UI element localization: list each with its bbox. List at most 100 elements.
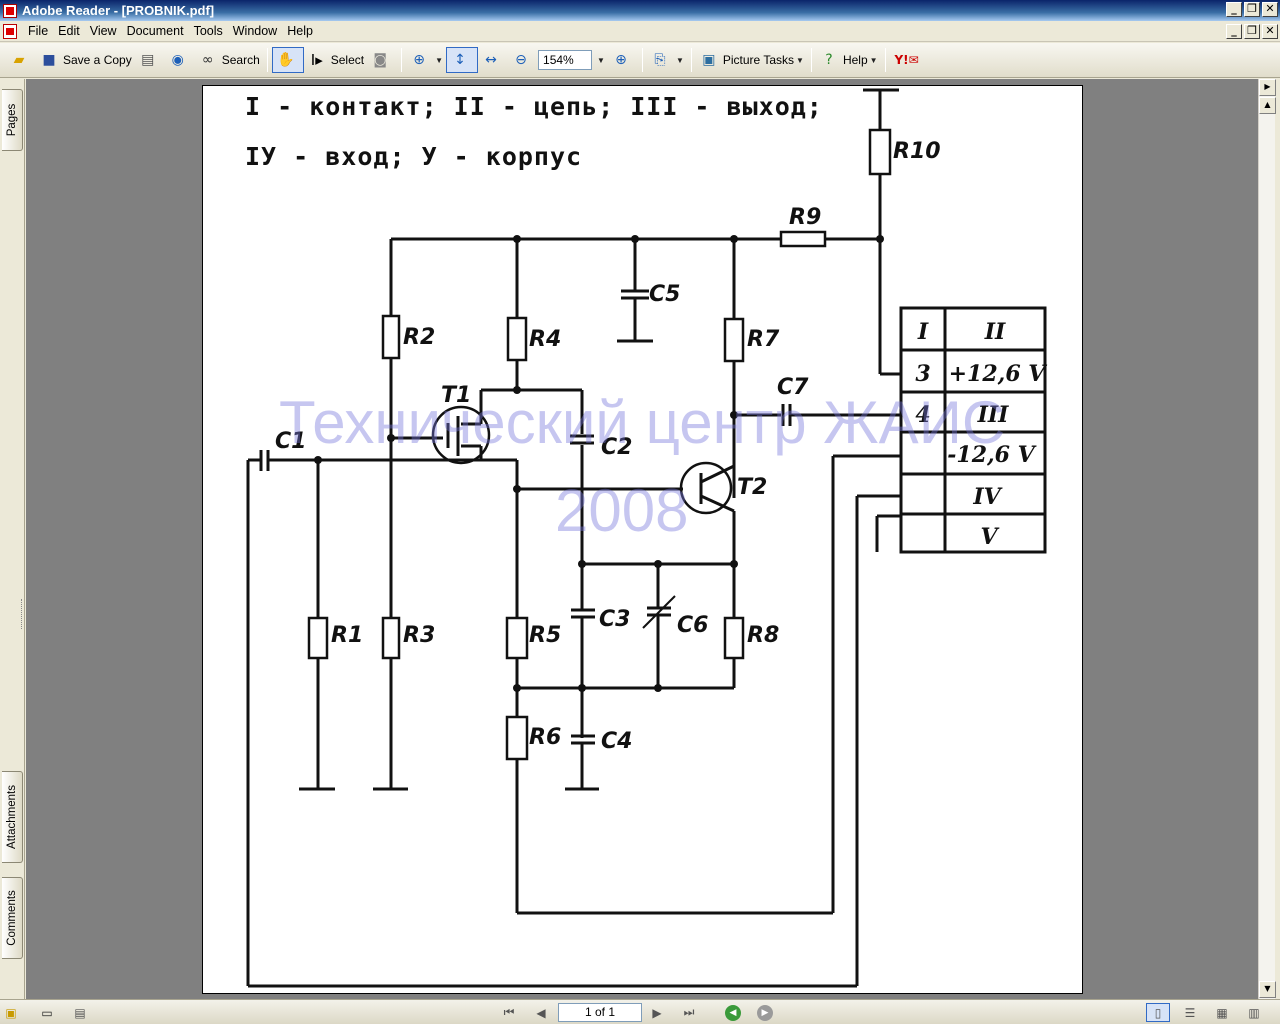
zoom-in-tool-button[interactable]: ⊕▼ bbox=[406, 47, 446, 73]
doc-close-button[interactable]: ✕ bbox=[1262, 24, 1278, 39]
save-copy-button[interactable]: ■Save a Copy bbox=[36, 47, 135, 73]
yahoo-toolbar-button[interactable]: Y!✉ bbox=[890, 47, 928, 73]
email-button[interactable]: ◉ bbox=[165, 47, 195, 73]
menu-help[interactable]: Help bbox=[287, 24, 313, 38]
open-button[interactable]: ▰ bbox=[6, 47, 36, 73]
toolbar: ▰ ■Save a Copy ▤ ◉ ∞Search ✋ I▸Select ◙ … bbox=[0, 43, 1280, 78]
page-size-icon[interactable]: ▤ bbox=[74, 1005, 86, 1020]
chevron-down-icon: ▼ bbox=[869, 55, 878, 65]
page-number-field[interactable]: 1 of 1 bbox=[558, 1003, 642, 1022]
menu-document[interactable]: Document bbox=[126, 24, 184, 38]
table-cell-r1c1: 3 bbox=[915, 361, 930, 387]
magnifier-icon: ⊕ bbox=[413, 52, 425, 68]
zoom-level-field[interactable]: 154% bbox=[538, 50, 593, 70]
close-button[interactable]: ✕ bbox=[1262, 2, 1278, 17]
menu-window[interactable]: Window bbox=[232, 24, 278, 38]
toolbar-separator bbox=[641, 48, 643, 72]
resistor-r1 bbox=[307, 616, 329, 660]
label-c5: C5 bbox=[649, 282, 680, 307]
legend-line-2: IУ - вход; У - корпус bbox=[245, 142, 583, 171]
label-c1: C1 bbox=[275, 429, 306, 454]
zoom-out-button[interactable]: ⊖ bbox=[508, 47, 538, 73]
resistor-r2 bbox=[381, 314, 401, 360]
menu-bar: File Edit View Document Tools Window Hel… bbox=[0, 21, 1280, 42]
zoom-out-icon: ⊖ bbox=[515, 52, 527, 68]
email-globe-icon: ◉ bbox=[171, 52, 184, 68]
open-folder-icon: ▰ bbox=[13, 52, 25, 68]
select-tool-button[interactable]: I▸Select bbox=[304, 47, 367, 73]
status-bar: ▣ ▭ ▤ ⏮ ◀ 1 of 1 ▶ ⏭ ◀ ▶ ▯ ☰ ▦ ▥ bbox=[0, 999, 1280, 1024]
yahoo-icon: Y!✉ bbox=[894, 53, 919, 67]
menu-file[interactable]: File bbox=[28, 24, 49, 38]
tab-pages[interactable]: Pages bbox=[2, 89, 23, 151]
hand-tool-button[interactable]: ✋ bbox=[271, 47, 304, 73]
go-back-button[interactable]: ◀ bbox=[722, 1003, 744, 1022]
previous-page-button[interactable]: ◀ bbox=[536, 1005, 546, 1020]
table-cell-r5c2: V bbox=[980, 524, 999, 550]
watermark-line-2: 2008 bbox=[555, 477, 689, 544]
save-copy-label: Save a Copy bbox=[63, 53, 132, 67]
page-view-icon[interactable]: ▭ bbox=[41, 1005, 53, 1020]
window-title: Adobe Reader - [PROBNIK.pdf] bbox=[22, 3, 215, 18]
toolbar-separator bbox=[884, 48, 886, 72]
resistor-r10 bbox=[868, 128, 892, 176]
resistor-r8 bbox=[723, 616, 745, 660]
rotate-button[interactable]: ⎘▼ bbox=[647, 47, 687, 73]
resistor-r7 bbox=[723, 317, 745, 363]
label-c4: C4 bbox=[601, 729, 632, 754]
document-viewport[interactable]: I - контакт; II - цепь; III - выход; IУ … bbox=[26, 79, 1258, 999]
next-page-button[interactable]: ▶ bbox=[652, 1005, 662, 1020]
label-r2: R2 bbox=[403, 325, 435, 350]
panel-resize-handle[interactable] bbox=[21, 599, 24, 629]
watermark-line-1: Технический центр ЖАИС bbox=[279, 389, 1006, 456]
chevron-down-icon: ▼ bbox=[675, 55, 684, 65]
fit-page-button[interactable]: ↕ bbox=[446, 47, 479, 73]
label-c6: C6 bbox=[677, 613, 708, 638]
facing-layout-button[interactable]: ▥ bbox=[1248, 1005, 1260, 1020]
scroll-down-arrow[interactable]: ▼ bbox=[1259, 981, 1276, 998]
continuous-layout-button[interactable]: ☰ bbox=[1184, 1005, 1196, 1020]
menu-view[interactable]: View bbox=[89, 24, 117, 38]
hand-icon: ✋ bbox=[277, 52, 295, 68]
label-t2: T2 bbox=[737, 475, 767, 500]
label-r1: R1 bbox=[331, 623, 363, 648]
navigation-panel: Pages Attachments Comments bbox=[0, 79, 25, 999]
tab-comments[interactable]: Comments bbox=[2, 877, 23, 959]
menu-tools[interactable]: Tools bbox=[193, 24, 223, 38]
toolbar-separator bbox=[810, 48, 812, 72]
minimize-button[interactable]: _ bbox=[1226, 2, 1242, 17]
picture-tasks-button[interactable]: ▣Picture Tasks▼ bbox=[696, 47, 807, 73]
go-forward-button[interactable]: ▶ bbox=[754, 1003, 776, 1022]
legend-line-1: I - контакт; II - цепь; III - выход; bbox=[245, 92, 823, 121]
first-page-button[interactable]: ⏮ bbox=[503, 1005, 515, 1019]
chevron-down-icon: ▼ bbox=[796, 55, 804, 65]
title-bar: Adobe Reader - [PROBNIK.pdf] _ ❐ ✕ bbox=[0, 0, 1280, 21]
resistor-r6 bbox=[505, 715, 529, 761]
lock-icon[interactable]: ▣ bbox=[5, 1005, 17, 1020]
restore-button[interactable]: ❐ bbox=[1244, 2, 1260, 17]
help-button[interactable]: ?Help▼ bbox=[816, 47, 881, 73]
search-button[interactable]: ∞Search bbox=[195, 47, 263, 73]
label-r7: R7 bbox=[747, 327, 780, 352]
vertical-scrollbar[interactable]: ▶ ▲ ▼ bbox=[1258, 79, 1276, 999]
scroll-right-arrow[interactable]: ▶ bbox=[1259, 79, 1276, 96]
document-icon[interactable] bbox=[3, 23, 17, 39]
continuous-facing-layout-button[interactable]: ▦ bbox=[1216, 1005, 1228, 1020]
label-r6: R6 bbox=[529, 725, 561, 750]
doc-minimize-button[interactable]: _ bbox=[1226, 24, 1242, 39]
print-button[interactable]: ▤ bbox=[135, 47, 165, 73]
label-r3: R3 bbox=[403, 623, 435, 648]
zoom-in-icon: ⊕ bbox=[615, 52, 627, 68]
scroll-up-arrow[interactable]: ▲ bbox=[1259, 97, 1276, 114]
zoom-in-button[interactable]: ⊕ bbox=[608, 47, 638, 73]
doc-restore-button[interactable]: ❐ bbox=[1244, 24, 1260, 39]
tab-attachments-label: Attachments bbox=[6, 785, 18, 849]
single-page-layout-button[interactable]: ▯ bbox=[1146, 1003, 1170, 1022]
tab-attachments[interactable]: Attachments bbox=[2, 771, 23, 863]
zoom-dropdown-button[interactable]: ▼ bbox=[592, 47, 608, 73]
fit-width-button[interactable]: ↔ bbox=[478, 47, 508, 73]
last-page-button[interactable]: ⏭ bbox=[683, 1005, 695, 1019]
snapshot-button[interactable]: ◙ bbox=[367, 47, 397, 73]
menu-edit[interactable]: Edit bbox=[58, 24, 80, 38]
rotate-pages-icon: ⎘ bbox=[654, 52, 666, 68]
